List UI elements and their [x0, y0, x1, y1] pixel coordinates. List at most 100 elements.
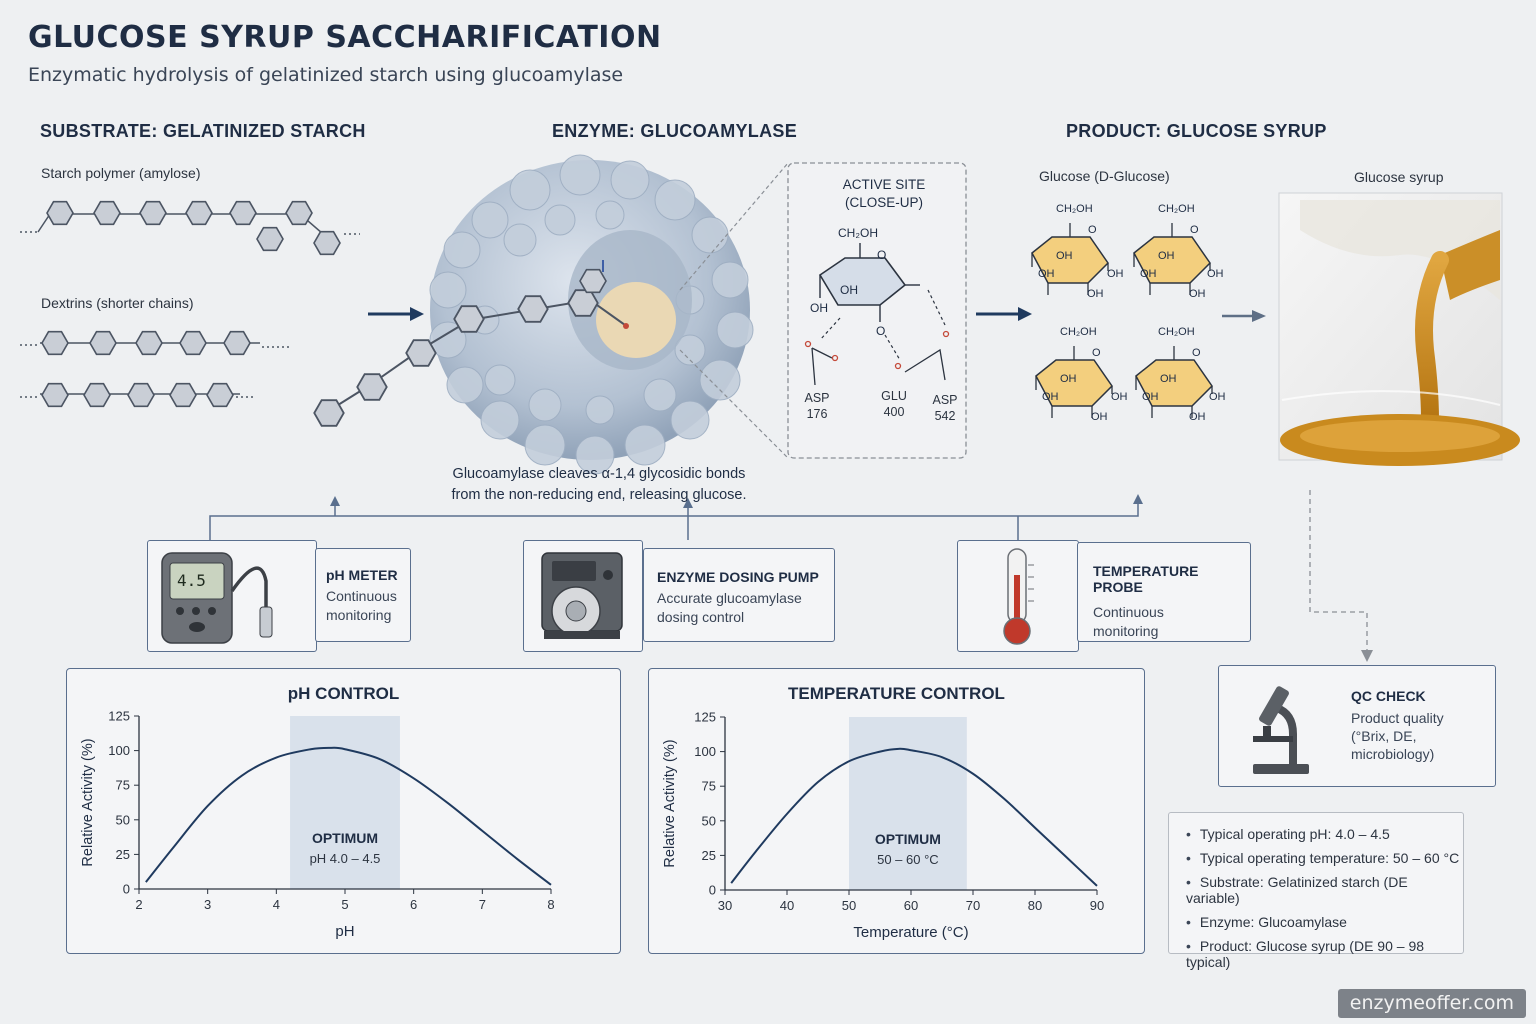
- y-tick-label: 25: [116, 847, 130, 862]
- x-tick-label: 40: [780, 898, 794, 913]
- x-tick-label: 8: [547, 897, 554, 912]
- residue-asp176-number: 176: [806, 407, 828, 422]
- active-site-glucose: [804, 243, 950, 386]
- x-axis-label: pH: [335, 923, 354, 940]
- temperature-probe-sub2: monitoring: [1093, 622, 1159, 639]
- glucose2-oh-right: OH: [1207, 268, 1224, 280]
- ph-meter-sub2: monitoring: [326, 606, 392, 623]
- ph-meter-display: 4.5: [177, 571, 206, 590]
- glucose-molecules: [1031, 223, 1213, 418]
- flow-arrow-substrate: [368, 307, 424, 321]
- x-tick-label: 7: [479, 897, 486, 912]
- glucose2-ch2oh: CH₂OH: [1158, 203, 1195, 215]
- thermometer-icon: [1003, 548, 1034, 645]
- x-tick-label: 70: [966, 898, 980, 913]
- summary-item-product: Product: Glucose syrup (DE 90 – 98 typic…: [1186, 938, 1463, 970]
- ph-meter-title: pH METER: [326, 567, 398, 583]
- glucose4-oh-right: OH: [1209, 391, 1226, 403]
- ph-meter-info: pH METER Continuous monitoring: [315, 548, 411, 642]
- optimum-range-label: pH 4.0 – 4.5: [310, 851, 381, 866]
- activity-curve: [145, 746, 552, 886]
- glucose3-oh-left: OH: [1042, 391, 1059, 403]
- y-tick-label: 50: [702, 813, 716, 828]
- dosing-pump-info: ENZYME DOSING PUMP Accurate glucoamylase…: [643, 548, 835, 642]
- glucose1-ch2oh: CH₂OH: [1056, 203, 1093, 215]
- dosing-pump-sub1: Accurate glucoamylase: [657, 590, 802, 606]
- y-tick-label: 0: [709, 883, 716, 898]
- residue-asp542-name: ASP: [932, 393, 958, 407]
- active-site-oh-left: OH: [810, 301, 828, 315]
- glucose3-o: O: [1092, 347, 1101, 359]
- y-tick-label: 0: [123, 882, 130, 897]
- connector-arrow-right: [1133, 494, 1143, 504]
- flow-arrow-product: [976, 307, 1032, 321]
- x-tick-label: 50: [842, 898, 856, 913]
- substrate-chain-in-enzyme: [313, 260, 629, 427]
- enzyme-caption-line2: from the non-reducing end, releasing glu…: [451, 487, 747, 504]
- page-subtitle: Enzymatic hydrolysis of gelatinized star…: [28, 64, 624, 86]
- ph-meter-image-box: [147, 540, 317, 652]
- glucose1-o: O: [1088, 224, 1097, 236]
- starch-polymer-chain: [20, 200, 360, 256]
- x-tick-label: 4: [273, 897, 280, 912]
- glucose4-oh-center: OH: [1160, 373, 1177, 385]
- active-site-ch2oh: CH₂OH: [838, 226, 878, 240]
- y-axis-label: Relative Activity (%): [662, 739, 678, 867]
- temperature-probe-info: TEMPERATURE PROBE Continuous monitoring: [1077, 542, 1251, 642]
- active-site-title-line2: (CLOSE-UP): [844, 195, 923, 211]
- y-tick-label: 25: [702, 848, 716, 863]
- x-tick-label: 30: [718, 898, 732, 913]
- glucose1-oh-right: OH: [1107, 268, 1124, 280]
- glucose4-ch2oh: CH₂OH: [1158, 326, 1195, 338]
- x-tick-label: 80: [1028, 898, 1042, 913]
- active-site-box: [787, 162, 967, 459]
- ph-meter-sub1: Continuous: [326, 588, 397, 604]
- enzyme-heading: ENZYME: GLUCOAMYLASE: [552, 121, 798, 141]
- summary-list: Typical operating pH: 4.0 – 4.5 Typical …: [1186, 826, 1463, 970]
- syrup-label: Glucose syrup: [1354, 169, 1444, 185]
- chart-title: TEMPERATURE CONTROL: [788, 684, 1005, 703]
- glucose4-oh-left: OH: [1142, 391, 1159, 403]
- summary-item-substrate: Substrate: Gelatinized starch (DE variab…: [1186, 874, 1463, 906]
- dosing-pump-sub2: dosing control: [657, 608, 745, 625]
- glucose1-oh-left: OH: [1038, 268, 1055, 280]
- optimum-band: [290, 716, 400, 889]
- summary-item-temperature: Typical operating temperature: 50 – 60 °…: [1186, 850, 1463, 866]
- glucose3-oh-center: OH: [1060, 373, 1077, 385]
- glucose2-o: O: [1190, 224, 1199, 236]
- starch-polymer-label: Starch polymer (amylose): [41, 165, 201, 181]
- active-site-oh-ring: OH: [840, 283, 858, 297]
- temperature-probe-image-box: [957, 540, 1079, 652]
- glucose2-oh-center: OH: [1158, 250, 1175, 262]
- residue-glu400-name: GLU: [881, 389, 907, 403]
- ph-meter-icon: [161, 552, 273, 644]
- enzyme-caption-line1: Glucoamylase cleaves α-1,4 glycosidic bo…: [452, 466, 746, 482]
- y-tick-label: 125: [694, 710, 716, 725]
- glucose4-oh-bottom: OH: [1189, 411, 1206, 423]
- qc-check-sub1: Product quality: [1351, 710, 1444, 726]
- glucose1-oh-center: OH: [1056, 250, 1073, 262]
- glucose4-o: O: [1192, 347, 1201, 359]
- glucose2-oh-bottom: OH: [1189, 288, 1206, 300]
- x-tick-label: 6: [410, 897, 417, 912]
- y-tick-label: 50: [116, 812, 130, 827]
- x-tick-label: 2: [135, 897, 142, 912]
- dosing-pump-title: ENZYME DOSING PUMP: [657, 569, 819, 585]
- microscope-icon: [1253, 686, 1309, 774]
- glucose3-oh-right: OH: [1111, 391, 1128, 403]
- active-site-bridge-o: O: [876, 324, 886, 338]
- flow-arrow-syrup: [1222, 310, 1266, 322]
- activity-curve: [730, 747, 1098, 887]
- glucose3-ch2oh: CH₂OH: [1060, 326, 1097, 338]
- qc-check-sub2: (°Brix, DE,: [1351, 728, 1417, 745]
- active-site-title-line1: ACTIVE SITE: [842, 177, 926, 192]
- glucose-syrup-image: [1278, 192, 1520, 466]
- chart-title: pH CONTROL: [288, 684, 399, 703]
- optimum-label: OPTIMUM: [312, 830, 378, 846]
- x-tick-label: 5: [341, 897, 348, 912]
- glucose-label: Glucose (D-Glucose): [1039, 168, 1170, 184]
- y-tick-label: 75: [116, 778, 130, 793]
